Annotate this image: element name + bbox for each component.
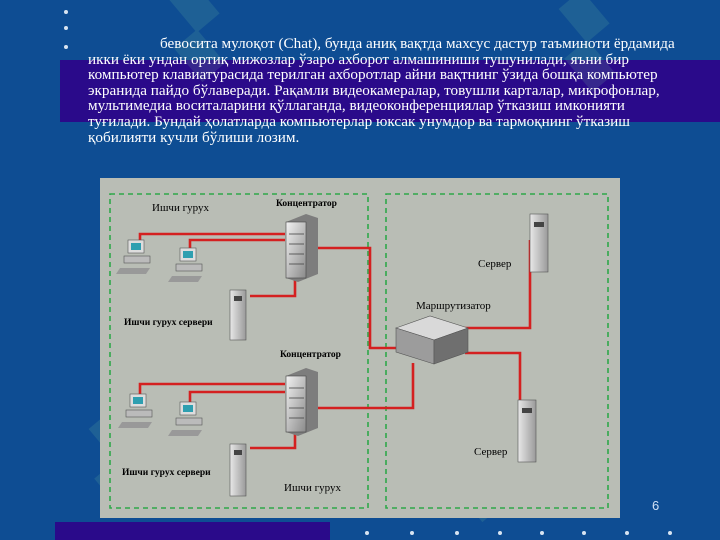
body-paragraph: бевосита мулоқот (Chat), бунда аниқ вақт… bbox=[88, 35, 675, 146]
link-hub1-router bbox=[310, 246, 400, 350]
router-device bbox=[395, 315, 469, 365]
workstation-3 bbox=[118, 393, 153, 428]
right-group-border bbox=[385, 193, 609, 509]
footer-dot bbox=[668, 531, 672, 535]
link-server1-hub1 bbox=[250, 278, 297, 298]
left-group-border bbox=[109, 193, 369, 509]
network-diagram-svg bbox=[109, 193, 609, 509]
bullet-dot bbox=[64, 45, 68, 49]
footer-dot bbox=[455, 531, 459, 535]
label-hub-top: Концентратор bbox=[276, 199, 337, 209]
page-number: 6 bbox=[652, 498, 660, 513]
workstation-2 bbox=[168, 247, 203, 282]
server-top-device bbox=[529, 213, 549, 273]
footer-dot bbox=[582, 531, 586, 535]
workstation-4 bbox=[168, 401, 203, 436]
hub-top-device bbox=[285, 214, 318, 282]
hub-bottom-device bbox=[285, 368, 318, 436]
label-hub-bottom: Концентратор bbox=[280, 350, 341, 360]
label-server-top: Сервер bbox=[478, 258, 512, 270]
label-router: Маршрутизатор bbox=[416, 300, 491, 312]
link-router-server2 bbox=[465, 351, 522, 418]
footer-dot bbox=[498, 531, 502, 535]
link-hub2-router bbox=[312, 363, 415, 410]
footer-dot bbox=[540, 531, 544, 535]
label-workgroup-bottom: Ишчи гурух bbox=[284, 482, 341, 494]
link-pc3-hub2 bbox=[138, 382, 285, 398]
footer-dot bbox=[410, 531, 414, 535]
label-workgroup-server-top: Ишчи гурух сервери bbox=[124, 318, 213, 328]
link-pc2-hub1 bbox=[188, 238, 285, 252]
workgroup-server-bottom-device bbox=[229, 443, 247, 497]
footer-dot bbox=[625, 531, 629, 535]
workstation-1 bbox=[116, 239, 151, 274]
network-diagram: Ишчи гурух Концентратор Ишчи гурух серве… bbox=[100, 178, 620, 518]
bullet-dot bbox=[64, 26, 68, 30]
link-pc1-hub1 bbox=[138, 232, 285, 242]
label-workgroup-server-bottom: Ишчи гурух сервери bbox=[122, 468, 211, 478]
bullet-dot bbox=[64, 10, 68, 14]
link-pc4-hub2 bbox=[188, 390, 285, 406]
footer-dot bbox=[365, 531, 369, 535]
footer-band bbox=[55, 522, 330, 540]
label-server-bottom: Сервер bbox=[474, 446, 508, 458]
label-workgroup-top: Ишчи гурух bbox=[152, 202, 209, 214]
workgroup-server-top-device bbox=[229, 289, 247, 341]
link-router-server1 bbox=[465, 240, 532, 330]
title-band bbox=[60, 60, 720, 122]
server-bottom-device bbox=[517, 399, 537, 463]
